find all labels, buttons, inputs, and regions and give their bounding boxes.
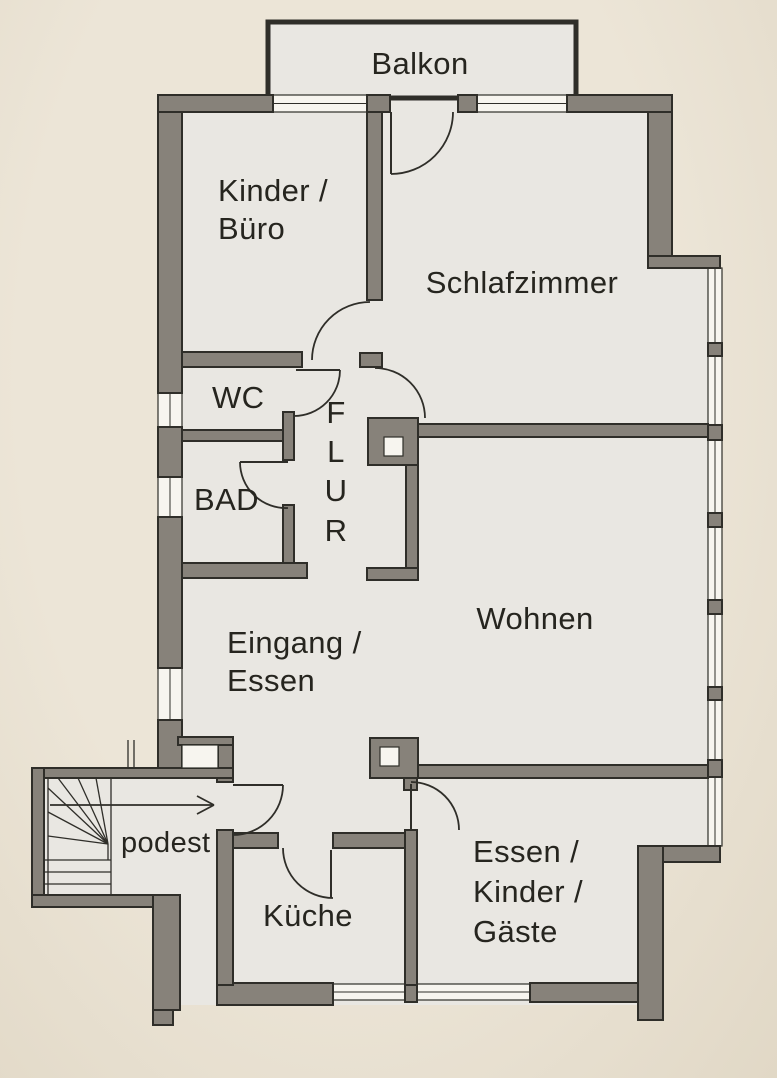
floor-stairwell: [40, 774, 220, 901]
wall: [181, 562, 308, 579]
wall: [282, 504, 295, 564]
room-label-podest: podest: [121, 827, 210, 859]
wall-stairwell: [31, 767, 45, 908]
wall: [417, 764, 709, 779]
wall: [157, 426, 183, 478]
room-label-balkon: Balkon: [371, 46, 468, 81]
wall: [662, 845, 721, 863]
room-labels: Balkon Kinder / Büro Schlafzimmer WC BAD…: [121, 46, 618, 949]
door-arc-kueche: [282, 847, 334, 899]
wall-stairwell: [31, 767, 234, 779]
floor-upper: [168, 100, 672, 268]
wall: [359, 352, 383, 368]
wall: [707, 512, 723, 528]
door-arc-balcony: [390, 111, 454, 175]
wall: [707, 759, 723, 778]
shaft-inset: [379, 746, 400, 767]
stair-winder: [57, 777, 109, 845]
entry-arrow-head: [196, 795, 215, 806]
room-label-eingang-essen: Eingang /: [227, 625, 362, 660]
room-label-eingang-essen: Essen: [227, 663, 315, 698]
wall: [157, 94, 274, 113]
pillar-shaft: [367, 417, 419, 466]
room-label-wohnen: Wohnen: [476, 601, 593, 636]
door-arc-essen-kinder-gaeste: [410, 781, 460, 831]
wall: [417, 423, 709, 438]
door-arc-bad: [239, 461, 289, 509]
entry-arrow-head: [196, 804, 215, 815]
room-label-flur: F: [326, 395, 345, 430]
wall: [332, 832, 406, 849]
wall: [216, 982, 334, 1006]
exterior-walls: [31, 94, 723, 1026]
wall: [405, 464, 419, 571]
wall: [157, 516, 183, 669]
wall: [152, 1009, 174, 1026]
wall: [366, 111, 383, 301]
door-arc-kinder-buero: [311, 301, 371, 361]
wall: [404, 829, 418, 986]
wall: [707, 686, 723, 701]
wall: [457, 94, 478, 113]
stair-winder: [47, 787, 109, 845]
wall: [216, 829, 234, 986]
wall: [157, 94, 183, 394]
wall: [181, 429, 294, 442]
wall: [177, 736, 234, 746]
room-label-flur: R: [325, 513, 348, 548]
door-arc-schlafzimmer: [374, 367, 426, 419]
wall: [152, 894, 181, 1011]
room-label-kueche: Küche: [263, 898, 353, 933]
room-label-essen-kinder-gaeste: Kinder /: [473, 874, 583, 909]
room-label-bad: BAD: [194, 482, 259, 517]
wall: [366, 94, 391, 113]
stair-winder: [77, 777, 109, 845]
stair-winder: [47, 811, 109, 845]
stair-winder: [95, 777, 109, 845]
wall: [707, 424, 723, 441]
wall: [647, 111, 673, 259]
wall: [366, 567, 419, 581]
interior-walls: [181, 111, 709, 986]
wall: [232, 832, 279, 849]
room-label-essen-kinder-gaeste: Essen /: [473, 834, 579, 869]
room-label-kinder-buero: Kinder /: [218, 173, 328, 208]
wall: [707, 342, 723, 357]
wall: [707, 599, 723, 615]
door-arc-entrance: [232, 784, 284, 836]
wall: [637, 845, 664, 1021]
doors: [232, 111, 460, 899]
wall: [282, 411, 295, 461]
shaft-inset: [181, 744, 219, 769]
room-label-flur: L: [327, 434, 345, 469]
room-label-flur: U: [325, 473, 348, 508]
door-arc-wc: [293, 369, 341, 417]
room-label-schlafzimmer: Schlafzimmer: [426, 265, 619, 300]
room-label-wc: WC: [212, 380, 264, 415]
staircase: [44, 740, 215, 895]
wall: [529, 982, 639, 1003]
wall: [566, 94, 673, 113]
room-label-essen-kinder-gaeste: Gäste: [473, 914, 558, 949]
room-label-kinder-buero: Büro: [218, 211, 285, 246]
balcony-railing: [265, 19, 579, 101]
shaft-inset: [383, 436, 404, 457]
stair-winder: [47, 835, 109, 845]
wall: [647, 255, 721, 269]
wall: [181, 351, 303, 368]
wall-stairwell: [31, 894, 158, 908]
